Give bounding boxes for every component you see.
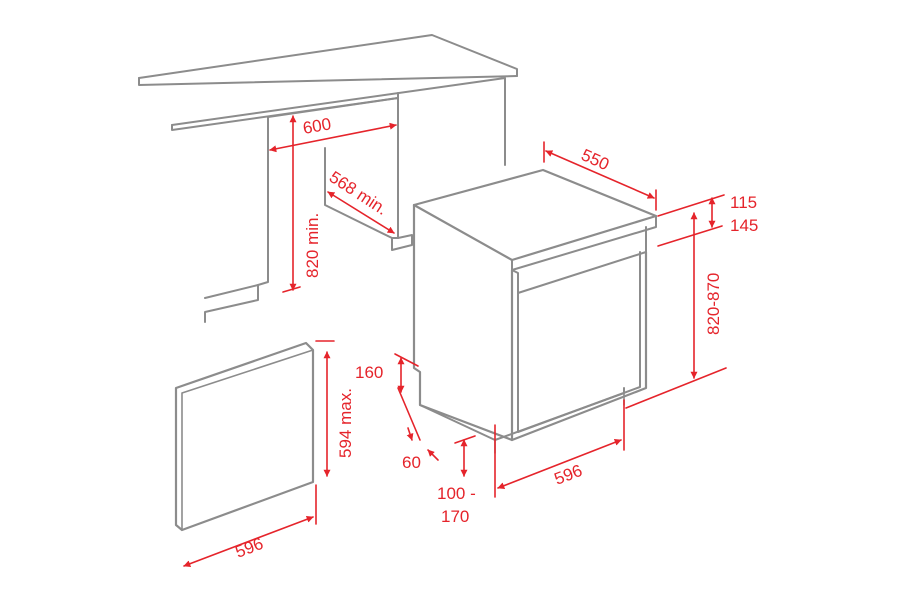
panel-outline [174,341,315,532]
feet-ext-top [454,435,476,444]
worktop-gap-b-label: 145 [730,216,758,235]
plinth-setback-label: 60 [402,453,421,472]
appliance-width-line [497,439,622,489]
panel-width-line [183,515,314,568]
niche-left-base [204,284,259,299]
worktop-gap-a-label: 115 [730,193,757,212]
panel-inner-edge [181,349,314,531]
setback-ext-left [397,387,421,441]
gap-ext-top [657,194,725,217]
niche-height-label: 820 min. [303,213,322,278]
appliance-side [412,203,514,442]
decor-panel [174,341,315,532]
plinth-height-label: 160 [355,363,383,382]
niche-depth-line [327,191,395,234]
worktop-front [138,75,518,86]
appliance-depth-line [545,150,655,199]
appliance-front [510,250,648,442]
niche-left-wall [204,116,269,323]
niche-width-label: 600 [301,114,332,138]
kitchen-niche [138,34,518,323]
appliance-door [517,251,641,433]
gap-ext-bottom [657,225,723,247]
dishwasher [412,168,658,454]
appliance-depth-label: 550 [578,145,612,174]
setback-arrow-left [406,427,414,441]
setback-arrow-right [427,449,439,461]
control-panel [511,215,657,271]
worktop-top [138,34,518,79]
niche-width-line [269,122,397,153]
niche-height-tick [282,286,301,293]
worktop-underside-edge [171,77,506,166]
appliance-plinth [419,387,625,441]
panel-width-label: 596 [233,534,266,562]
plinth-front [494,392,625,454]
floor-ext-right [625,367,727,409]
feet-height-label-line2: 170 [441,507,469,526]
dimension-lines [183,115,727,568]
feet-height-label-line1: 100 - [437,484,476,503]
panel-height-label: 594 max. [336,388,355,458]
appliance-height-label: 820-870 [704,273,723,335]
plinth-ext-top [394,353,419,367]
